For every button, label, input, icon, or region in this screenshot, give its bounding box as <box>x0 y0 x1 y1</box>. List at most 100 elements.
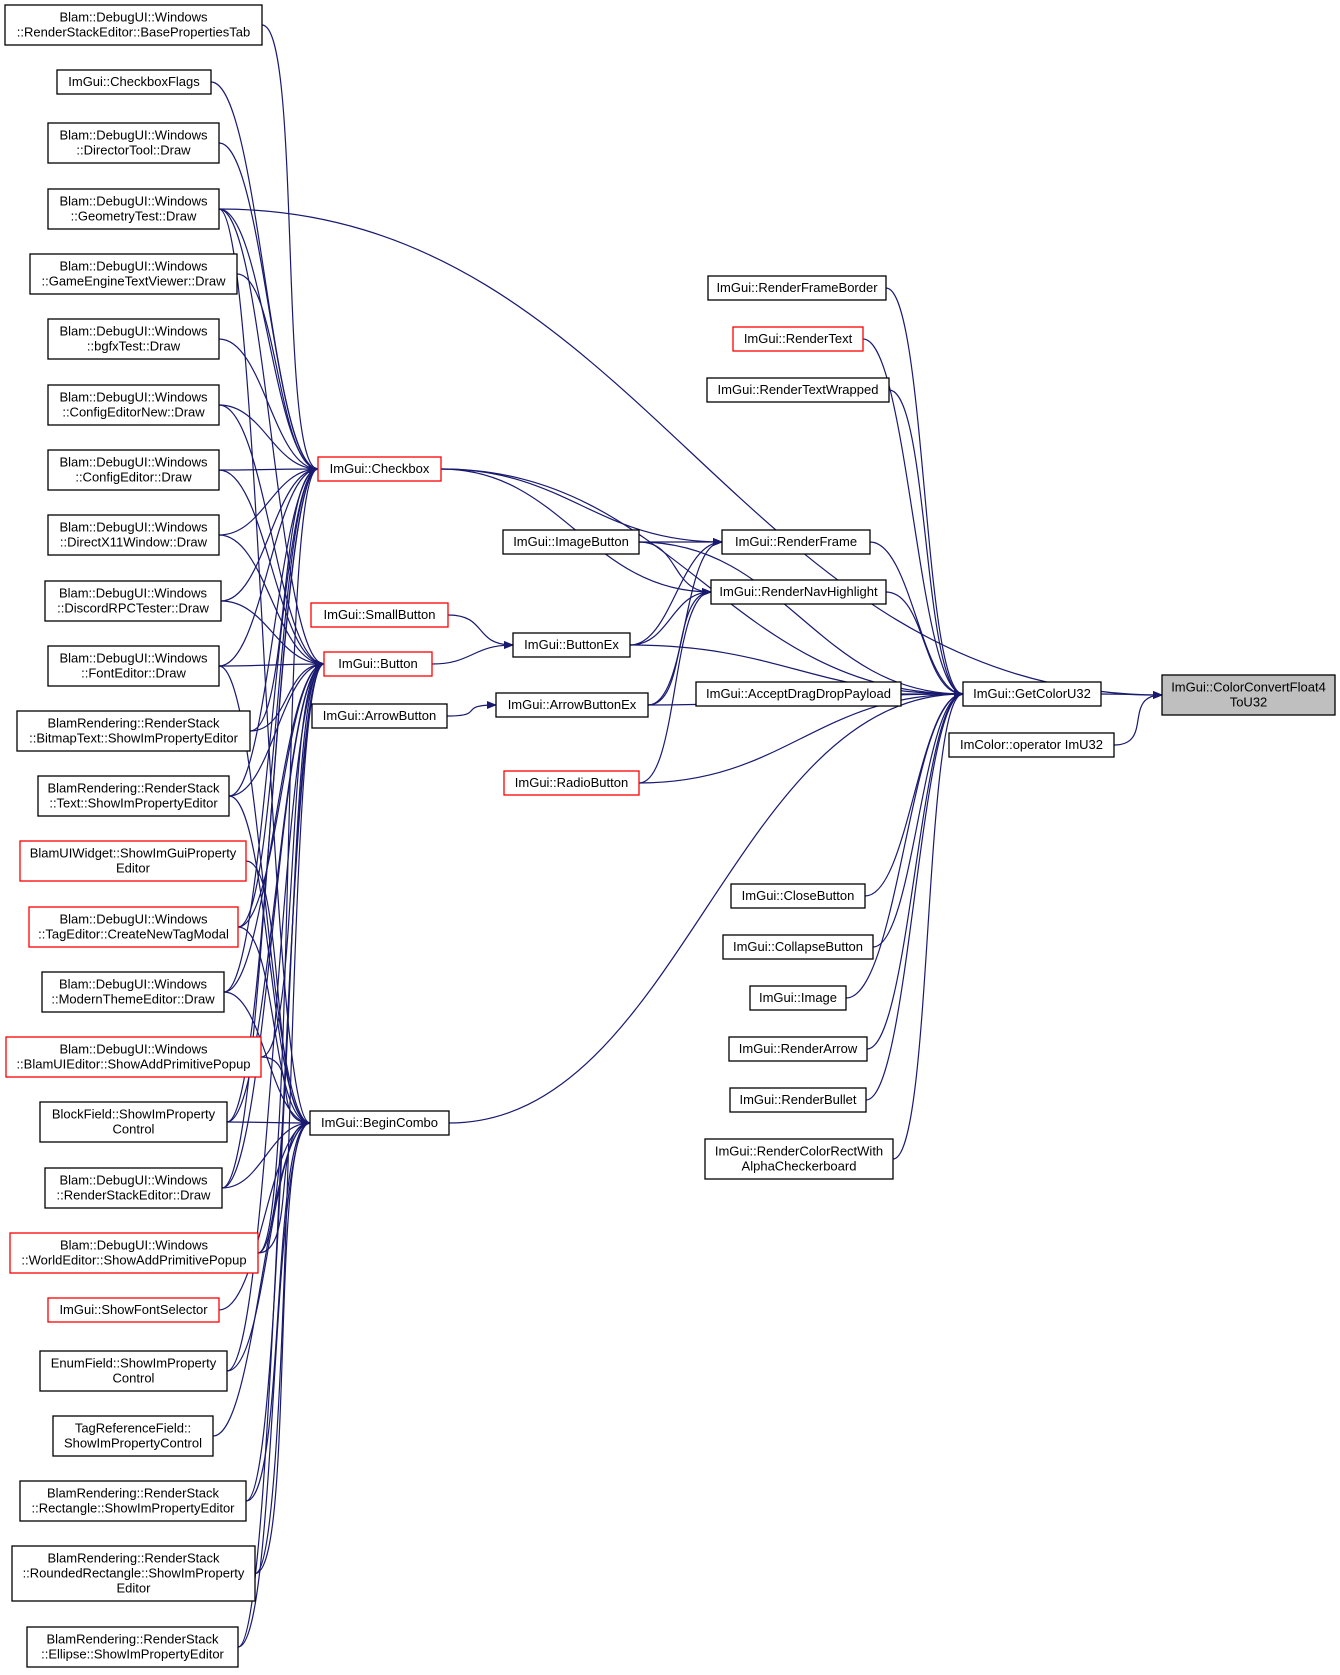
node-box <box>317 456 442 482</box>
edge-render_nav_highlight-to-get_color_u32 <box>885 591 964 698</box>
node-label: Blam::DebugUI::Windows <box>59 520 208 535</box>
node-label: ImGui::BeginCombo <box>321 1115 438 1130</box>
edge-font_editor-to-button <box>218 660 325 669</box>
edge-close_button-to-get_color_u32 <box>864 690 964 897</box>
edge-ui_widget-to-begin_combo <box>245 860 311 1127</box>
node-base-props[interactable]: Blam::DebugUI::Windows::RenderStackEdito… <box>4 4 263 46</box>
node-enum-field[interactable]: EnumField::ShowImPropertyControl <box>39 1350 228 1392</box>
node-checkbox-flags[interactable]: ImGui::CheckboxFlags <box>56 69 212 95</box>
node-render-text-wrapped[interactable]: ImGui::RenderTextWrapped <box>706 377 890 403</box>
node-operator-imu32[interactable]: ImColor::operator ImU32 <box>948 732 1115 758</box>
node-rectangle[interactable]: BlamRendering::RenderStack::Rectangle::S… <box>19 1480 247 1522</box>
node-small-button[interactable]: ImGui::SmallButton <box>310 602 449 628</box>
node-image[interactable]: ImGui::Image <box>749 985 847 1011</box>
node-tag-editor[interactable]: Blam::DebugUI::Windows::TagEditor::Creat… <box>28 906 239 948</box>
node-bgfx-test[interactable]: Blam::DebugUI::Windows::bgfxTest::Draw <box>47 318 220 360</box>
edge-begin_combo-to-get_color_u32 <box>448 690 964 1124</box>
node-arrow-button[interactable]: ImGui::ArrowButton <box>311 703 448 729</box>
node-checkbox[interactable]: ImGui::Checkbox <box>317 456 442 482</box>
node-block-field[interactable]: BlockField::ShowImPropertyControl <box>39 1101 228 1143</box>
node-discord-rpc[interactable]: Blam::DebugUI::Windows::DiscordRPCTester… <box>44 580 222 622</box>
edge-radio_button-to-render_nav_highlight <box>638 588 712 784</box>
node-font-selector[interactable]: ImGui::ShowFontSelector <box>47 1297 220 1323</box>
node-render-nav-highlight[interactable]: ImGui::RenderNavHighlight <box>710 579 887 605</box>
node-box <box>4 4 263 46</box>
node-label: ::FontEditor::Draw <box>81 666 186 681</box>
node-render-bullet[interactable]: ImGui::RenderBullet <box>729 1087 867 1113</box>
node-box <box>707 275 887 301</box>
node-label: ::GeometryTest::Draw <box>71 209 197 224</box>
edge-config_editor-to-checkbox <box>218 465 319 474</box>
node-world-editor[interactable]: Blam::DebugUI::Windows::WorldEditor::Sho… <box>9 1232 259 1274</box>
edge-rse_draw-to-button <box>221 660 325 1189</box>
node-directx11[interactable]: Blam::DebugUI::Windows::DirectX11Window:… <box>47 514 220 556</box>
node-label: Blam::DebugUI::Windows <box>59 259 208 274</box>
node-begin-combo[interactable]: ImGui::BeginCombo <box>309 1110 450 1136</box>
node-label: ImGui::CollapseButton <box>733 939 863 954</box>
node-label: ImGui::RenderArrow <box>739 1041 858 1056</box>
node-text-prop[interactable]: BlamRendering::RenderStack::Text::ShowIm… <box>37 775 230 817</box>
edge-operator_imu32-to-color_convert <box>1113 691 1163 746</box>
node-box <box>47 122 220 164</box>
node-collapse-button[interactable]: ImGui::CollapseButton <box>722 934 874 960</box>
node-button[interactable]: ImGui::Button <box>323 651 433 677</box>
node-config-editor-new[interactable]: Blam::DebugUI::Windows::ConfigEditorNew:… <box>47 384 220 426</box>
edge-render_bullet-to-get_color_u32 <box>865 690 964 1101</box>
node-render-frame[interactable]: ImGui::RenderFrame <box>721 529 871 555</box>
edge-geometry_test-to-color_convert <box>218 208 1163 699</box>
node-box <box>721 529 871 555</box>
node-geometry-test[interactable]: Blam::DebugUI::Windows::GeometryTest::Dr… <box>47 188 220 230</box>
node-label: ImGui::GetColorU32 <box>973 686 1091 701</box>
node-label: Editor <box>117 1581 152 1596</box>
node-box <box>730 883 866 909</box>
node-render-arrow[interactable]: ImGui::RenderArrow <box>728 1036 868 1062</box>
node-bitmap-text[interactable]: BlamRendering::RenderStack::BitmapText::… <box>16 710 251 752</box>
node-font-editor[interactable]: Blam::DebugUI::Windows::FontEditor::Draw <box>47 645 220 687</box>
edge-geometry_test-to-checkbox <box>218 208 319 473</box>
node-label: ImGui::Image <box>759 990 837 1005</box>
edge-button_ex-to-render_frame <box>629 538 723 646</box>
node-box <box>47 384 220 426</box>
node-render-text[interactable]: ImGui::RenderText <box>732 326 864 352</box>
node-tag-ref[interactable]: TagReferenceField::ShowImPropertyControl <box>52 1415 214 1457</box>
node-box <box>732 326 864 352</box>
node-accept-drag-drop[interactable]: ImGui::AcceptDragDropPayload <box>695 681 902 707</box>
node-label: Blam::DebugUI::Windows <box>59 390 208 405</box>
edge-button_ex-to-get_color_u32 <box>629 644 964 698</box>
node-director-tool[interactable]: Blam::DebugUI::Windows::DirectorTool::Dr… <box>47 122 220 164</box>
node-close-button[interactable]: ImGui::CloseButton <box>730 883 866 909</box>
node-ellipse[interactable]: BlamRendering::RenderStack::Ellipse::Sho… <box>26 1626 239 1668</box>
node-box <box>39 1350 228 1392</box>
node-game-engine-text[interactable]: Blam::DebugUI::Windows::GameEngineTextVi… <box>29 253 238 295</box>
edge-ui_editor-to-begin_combo <box>260 1056 311 1127</box>
node-label: Blam::DebugUI::Windows <box>59 1042 208 1057</box>
node-render-frame-border[interactable]: ImGui::RenderFrameBorder <box>707 275 887 301</box>
node-label: ::TagEditor::CreateNewTagModal <box>38 927 229 942</box>
node-config-editor[interactable]: Blam::DebugUI::Windows::ConfigEditor::Dr… <box>47 449 220 491</box>
node-arrow-button-ex[interactable]: ImGui::ArrowButtonEx <box>495 692 649 718</box>
node-image-button[interactable]: ImGui::ImageButton <box>502 529 640 555</box>
node-label: ImGui::RenderTextWrapped <box>718 382 879 397</box>
node-label: Blam::DebugUI::Windows <box>59 455 208 470</box>
node-box <box>47 188 220 230</box>
node-get-color-u32[interactable]: ImGui::GetColorU32 <box>962 681 1102 707</box>
node-rse-draw[interactable]: Blam::DebugUI::Windows::RenderStackEdito… <box>44 1167 223 1209</box>
node-label: ImGui::Button <box>338 656 417 671</box>
node-box <box>706 377 890 403</box>
node-modern-theme[interactable]: Blam::DebugUI::Windows::ModernThemeEdito… <box>41 971 225 1013</box>
node-radio-button[interactable]: ImGui::RadioButton <box>503 770 640 796</box>
node-label: ImGui::RenderFrame <box>735 534 857 549</box>
node-button-ex[interactable]: ImGui::ButtonEx <box>512 632 631 658</box>
node-ui-editor[interactable]: Blam::DebugUI::Windows::BlamUIEditor::Sh… <box>5 1036 262 1078</box>
node-rounded-rect[interactable]: BlamRendering::RenderStack::RoundedRecta… <box>11 1545 256 1602</box>
node-label: ImGui::CheckboxFlags <box>68 74 200 89</box>
node-render-color-rect[interactable]: ImGui::RenderColorRectWithAlphaCheckerbo… <box>704 1138 894 1180</box>
node-label: ::GameEngineTextViewer::Draw <box>41 274 226 289</box>
edge-tag_ref-to-begin_combo <box>212 1119 311 1437</box>
node-box <box>41 971 225 1013</box>
node-label: Blam::DebugUI::Windows <box>59 912 208 927</box>
node-box <box>29 253 238 295</box>
